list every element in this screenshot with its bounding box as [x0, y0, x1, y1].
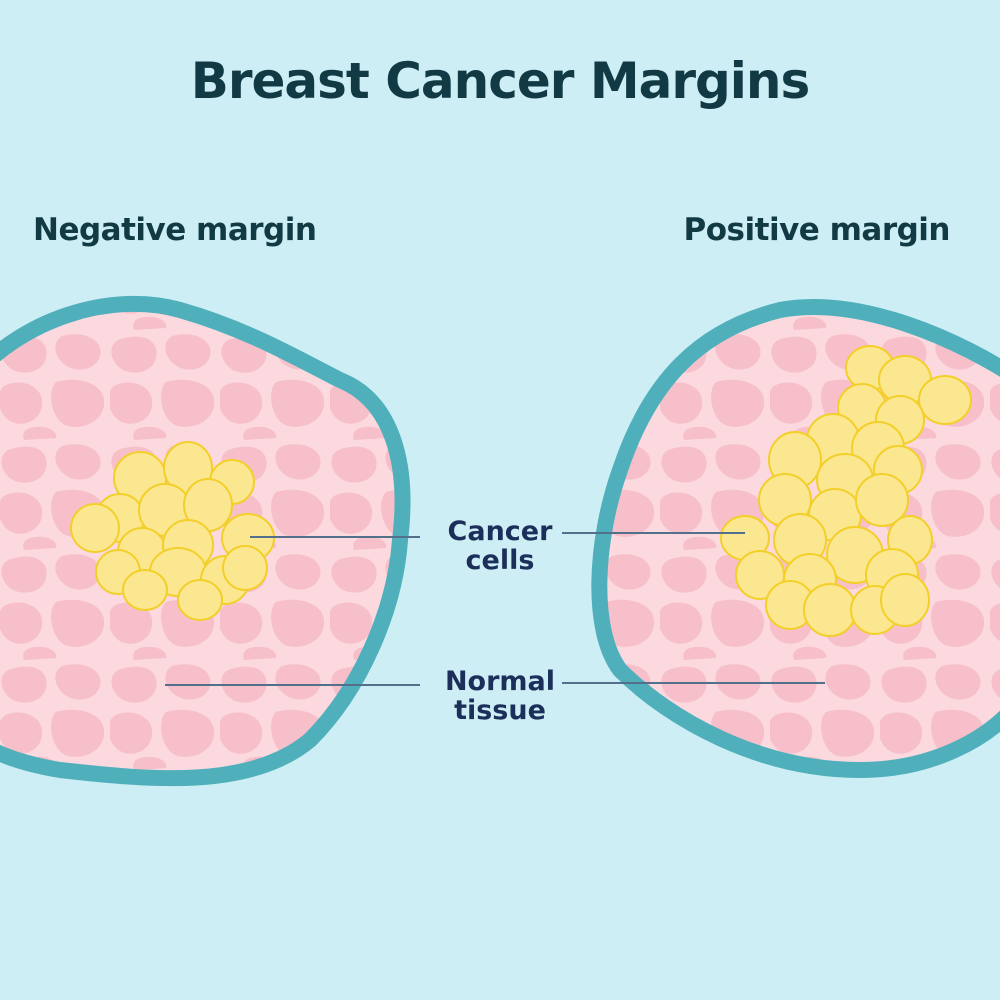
- positive-cancer-cluster: [720, 345, 972, 637]
- page-title: Breast Cancer Margins: [190, 52, 811, 110]
- cancer-callout-line1: Cancer: [447, 516, 553, 547]
- negative-cancer-cluster: [70, 441, 275, 621]
- positive-margin-specimen: [591, 299, 1000, 779]
- cancer-cells-callout: Cancer cells: [400, 517, 600, 575]
- positive-margin-label: Positive margin: [683, 212, 951, 248]
- normal-tissue-callout: Normal tissue: [400, 667, 600, 725]
- negative-margin-label: Negative margin: [33, 212, 317, 248]
- normal-callout-line2: tissue: [454, 695, 546, 726]
- cancer-callout-line2: cells: [465, 545, 535, 576]
- negative-margin-specimen: [0, 295, 411, 787]
- leader-lines: [165, 532, 825, 686]
- normal-callout-line1: Normal: [444, 666, 556, 697]
